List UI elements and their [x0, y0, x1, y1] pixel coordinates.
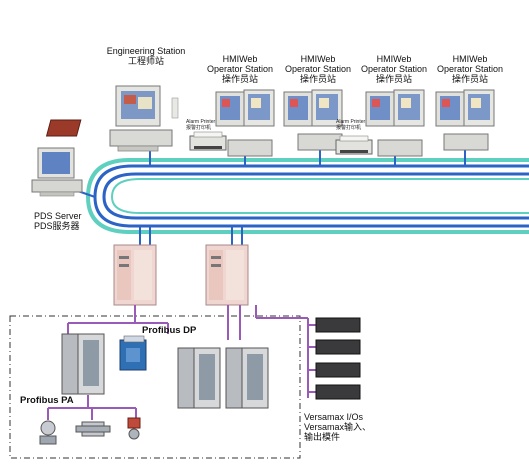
- operator-station-4-label: HMIWeb Operator Station 操作员站: [432, 54, 508, 84]
- operator-station-1-label: HMIWeb Operator Station 操作员站: [200, 54, 280, 84]
- valve-actuator: [127, 417, 141, 440]
- engineering-station-computer: [45, 85, 179, 152]
- alarm-printer-2-line1: Alarm Printer: [336, 119, 366, 125]
- alarm-printer-2-label: Alarm Printer 报警打印机: [336, 119, 365, 131]
- alarm-printer-2-line2: 报警打印机: [336, 125, 362, 131]
- operator-station-4-line2: Operator Station: [436, 64, 504, 74]
- alarm-printer-1: [189, 131, 227, 151]
- flow-meter: [75, 421, 111, 437]
- operator-station-2-label: HMIWeb Operator Station 操作员站: [280, 54, 356, 84]
- field-cabinet-3: [225, 347, 269, 409]
- versamax-io-modules: [315, 317, 361, 400]
- operator-station-2: [283, 89, 343, 151]
- alarm-printer-1-line1: Alarm Printer: [186, 119, 216, 125]
- engineering-station-label: Engineering Station 工程师站: [98, 46, 194, 66]
- field-cabinet-2: [177, 347, 221, 409]
- operator-station-1-line2: Operator Station: [206, 64, 274, 74]
- pds-server-computer: [31, 147, 83, 197]
- operator-station-1-line3: 操作员站: [221, 74, 258, 84]
- controller-cabinet-1: [113, 244, 157, 306]
- operator-station-4-line1: HMIWeb: [452, 54, 488, 64]
- alarm-printer-2: [335, 135, 373, 155]
- station-drop-lines: [74, 146, 466, 245]
- engineering-station-name-en: Engineering Station: [106, 46, 186, 56]
- operator-station-2-line1: HMIWeb: [300, 54, 336, 64]
- profibus-lines: [47, 305, 316, 420]
- profibus-dp-label: Profibus DP: [142, 325, 197, 336]
- alarm-printer-1-line2: 报警打印机: [186, 125, 212, 131]
- profibus-field-area: [9, 315, 301, 459]
- versamax-line1: Versamax I/Os: [304, 412, 364, 422]
- versamax-line3: 输出模件: [304, 432, 341, 442]
- alarm-printer-1-label: Alarm Printer 报警打印机: [186, 119, 215, 131]
- profibus-dp-module: [119, 335, 147, 371]
- operator-station-3-line2: Operator Station: [360, 64, 428, 74]
- operator-station-1: [215, 89, 275, 157]
- operator-station-3: [365, 89, 425, 157]
- engineering-station-name-zh: 工程师站: [127, 56, 164, 66]
- operator-station-3-line1: HMIWeb: [376, 54, 412, 64]
- operator-station-2-line3: 操作员站: [299, 74, 336, 84]
- operator-station-4: [435, 89, 495, 151]
- pressure-transmitter: [39, 420, 57, 445]
- operator-station-2-line2: Operator Station: [284, 64, 352, 74]
- ethernet-ring-network: [85, 158, 529, 234]
- versamax-label: Versamax I/Os Versamax输入、 输出模件: [304, 412, 371, 442]
- profibus-pa-label: Profibus PA: [20, 395, 74, 406]
- operator-station-4-line3: 操作员站: [451, 74, 488, 84]
- controller-cabinet-2: [205, 244, 249, 306]
- versamax-line2: Versamax输入、: [304, 422, 372, 432]
- pds-server-name-en: PDS Server: [34, 211, 82, 221]
- operator-station-1-line1: HMIWeb: [222, 54, 258, 64]
- operator-station-3-label: HMIWeb Operator Station 操作员站: [356, 54, 432, 84]
- pds-server-name-zh: PDS服务器: [34, 221, 80, 231]
- operator-station-3-line3: 操作员站: [375, 74, 412, 84]
- field-cabinet-1: [61, 333, 105, 395]
- pds-server-label: PDS Server PDS服务器: [34, 211, 82, 231]
